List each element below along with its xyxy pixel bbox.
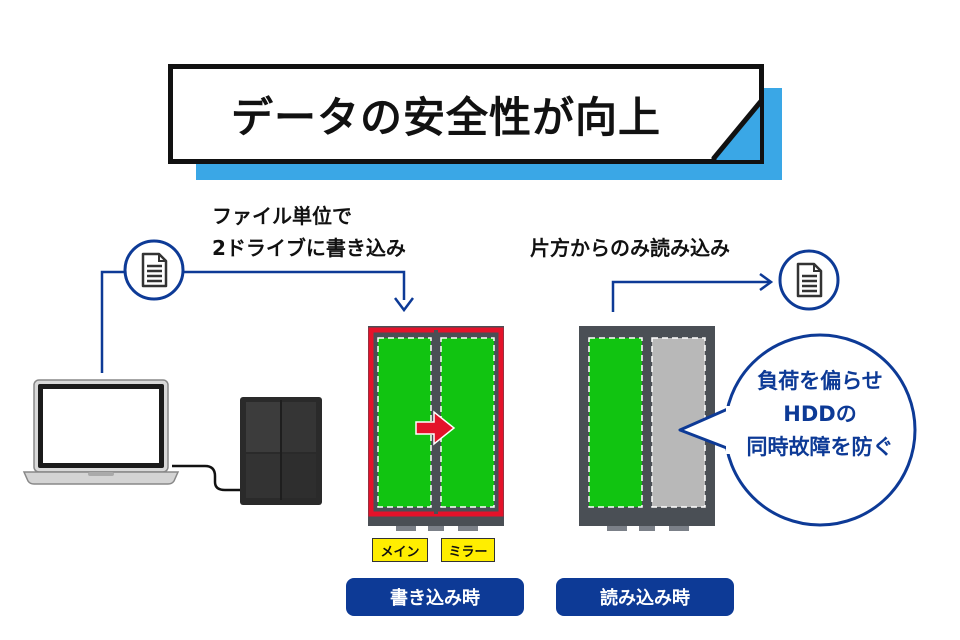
bubble-line1: 負荷を偏らせ	[757, 369, 883, 393]
read-caption: 片方からのみ読み込み	[530, 236, 730, 260]
label-mirror: ミラー	[441, 538, 495, 562]
drive-mirror	[440, 337, 495, 508]
write-caption-line1: ファイル単位で	[212, 204, 352, 228]
speech-bubble	[678, 333, 917, 527]
page-title: データの安全性が向上	[230, 92, 661, 142]
banner-fold-corner	[711, 98, 764, 160]
label-main: メイン	[372, 538, 428, 562]
bubble-text: 負荷を偏らせ HDDの 同時故障を防ぐ	[735, 365, 905, 464]
read-mode-pill: 読み込み時	[556, 578, 734, 616]
copy-arrow-icon	[415, 410, 456, 446]
write-mode-pill: 書き込み時	[346, 578, 524, 616]
drive-active	[588, 337, 643, 508]
write-enclosure	[368, 326, 504, 531]
write-caption-line2: 2ドライブに書き込み	[212, 236, 406, 260]
bubble-line2: HDDの	[783, 402, 857, 426]
write-caption: ファイル単位で 2ドライブに書き込み	[212, 200, 406, 264]
laptop-icon	[22, 379, 180, 485]
bubble-line3: 同時故障を防ぐ	[746, 435, 894, 459]
document-icon	[778, 249, 840, 311]
document-icon	[123, 239, 185, 301]
title-banner: データの安全性が向上	[168, 64, 764, 164]
nas-tower-icon	[240, 397, 322, 505]
